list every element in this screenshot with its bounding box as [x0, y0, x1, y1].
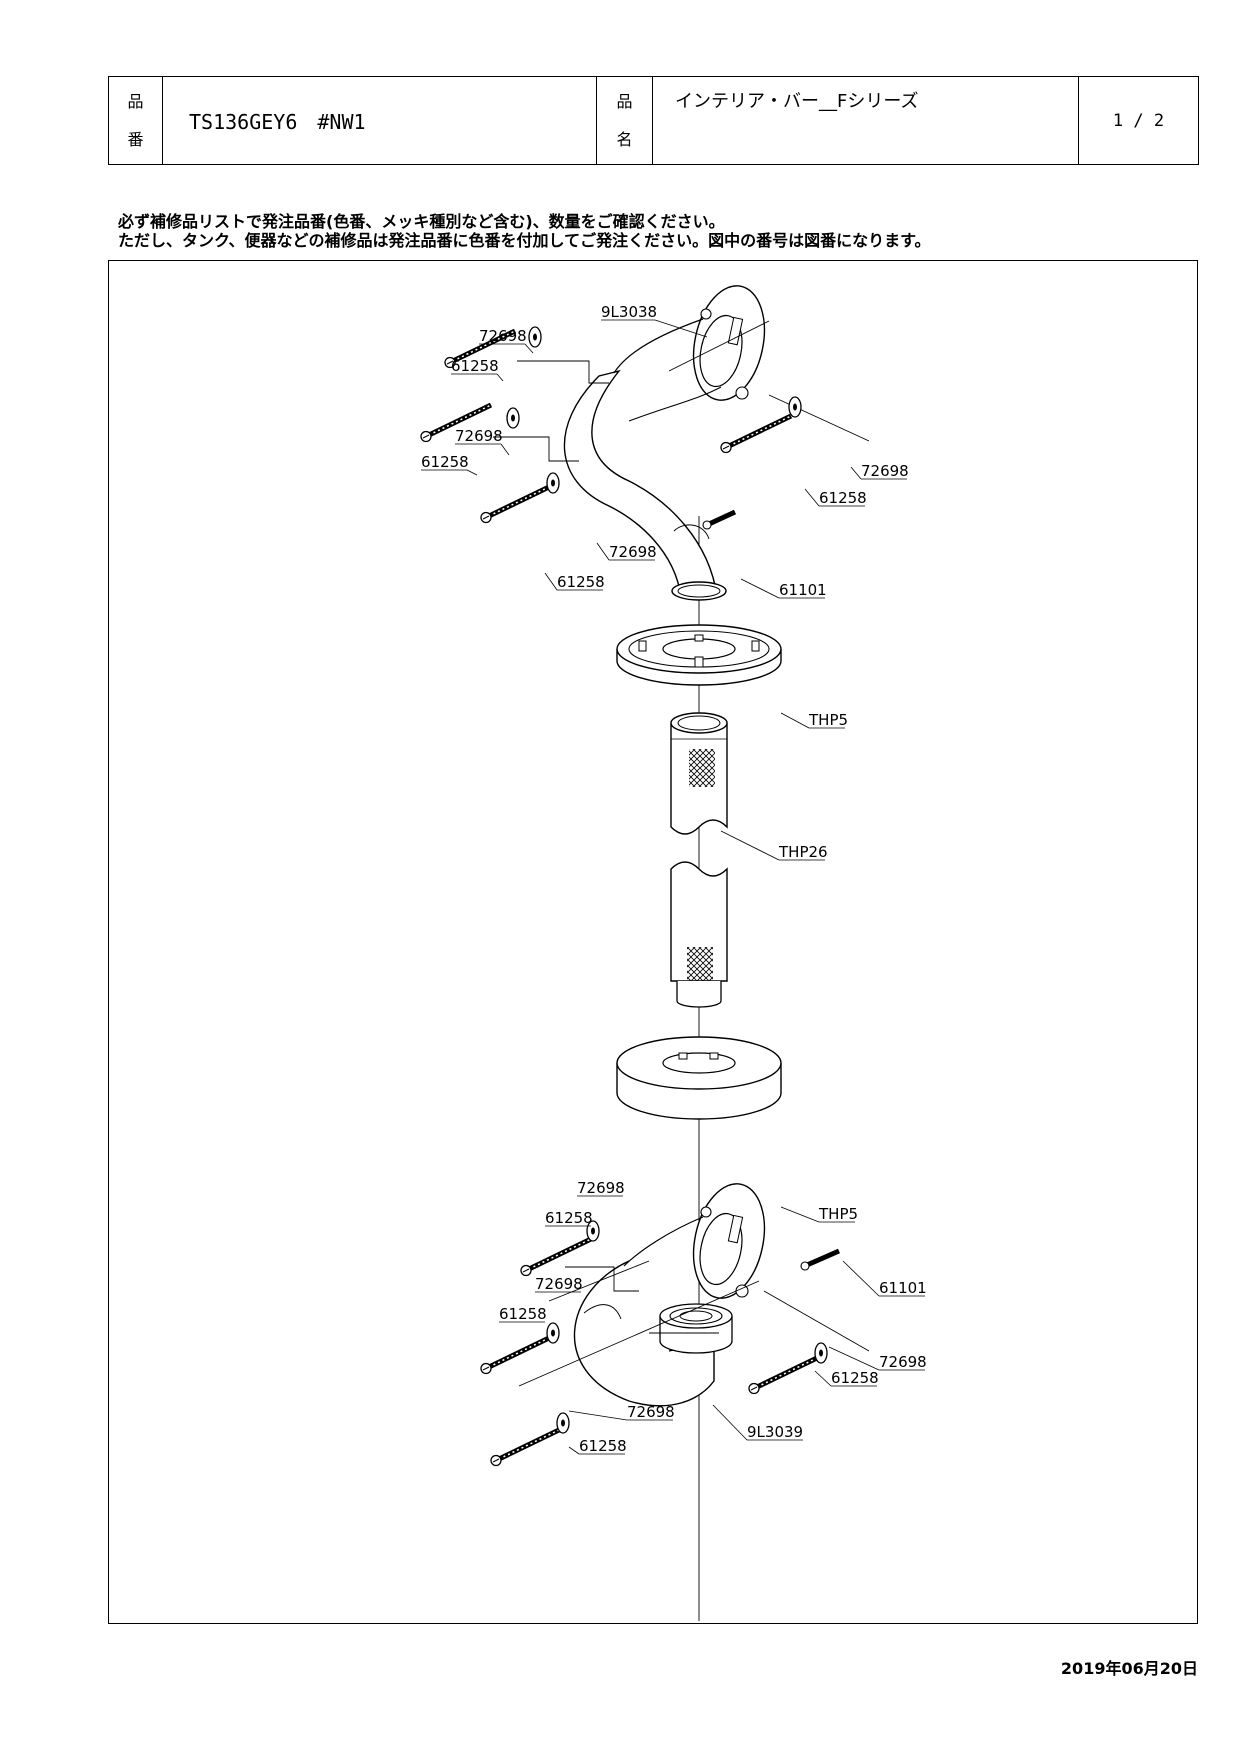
washer-icon-2 — [506, 407, 520, 429]
label-flange-cover-top: THP5 — [808, 711, 848, 729]
exploded-parts-diagram: 9L3038 72698 61258 72698 61258 72698 612… — [108, 260, 1198, 1624]
product-name-label: 品名 — [596, 76, 653, 165]
label-washer-2: 72698 — [455, 427, 503, 445]
label-screw-2: 61258 — [421, 453, 469, 471]
label-screw-8: 61258 — [831, 1369, 879, 1387]
label-bracket-top: 9L3038 — [601, 303, 657, 321]
product-name: インテリア・バー__Fシリーズ — [652, 76, 1079, 165]
screw-icon-4 — [721, 416, 791, 453]
flange-cover-top — [616, 624, 782, 686]
set-screw-top-icon — [702, 509, 737, 530]
label-screw-1: 61258 — [451, 357, 499, 375]
title-block: 品番 TS136GEY6 #NW1 品名 インテリア・バー__Fシリーズ 1 /… — [108, 76, 1199, 165]
label-washer-8: 72698 — [879, 1353, 927, 1371]
parts-drawing: 9L3038 72698 61258 72698 61258 72698 612… — [109, 285, 927, 1621]
label-washer-4: 72698 — [861, 462, 909, 480]
screw-icon-7 — [491, 1429, 561, 1466]
order-notice: 必ず補修品リストで発注品番(色番、メッキ種別など含む)、数量をご確認ください。 … — [118, 212, 930, 250]
product-code: TS136GEY6 #NW1 — [162, 76, 597, 165]
set-screw-bottom-icon — [800, 1248, 841, 1271]
issue-date: 2019年06月20日 — [1060, 1659, 1198, 1678]
washer-icon-8 — [814, 1342, 828, 1364]
label-washer-6: 72698 — [535, 1275, 583, 1293]
label-screw-3: 61258 — [557, 573, 605, 591]
washer-icon-7 — [556, 1412, 570, 1434]
screw-icon-8 — [749, 1357, 819, 1394]
label-screw-5: 61258 — [545, 1209, 593, 1227]
label-screw-4: 61258 — [819, 489, 867, 507]
label-screw-7: 61258 — [579, 1437, 627, 1455]
page-indicator: 1 / 2 — [1078, 76, 1199, 165]
screw-icon-6 — [481, 1337, 551, 1374]
label-washer-1: 72698 — [479, 327, 527, 345]
washer-icon-6 — [546, 1322, 560, 1344]
label-set-screw-bottom: 61101 — [879, 1279, 927, 1297]
washer-icon-3 — [546, 472, 560, 494]
washer-icon-1 — [528, 326, 542, 348]
part-labels: 9L3038 72698 61258 72698 61258 72698 612… — [421, 303, 927, 1455]
notice-line-1: 必ず補修品リストで発注品番(色番、メッキ種別など含む)、数量をご確認ください。 — [118, 212, 725, 231]
label-bar: THP26 — [778, 843, 828, 861]
notice-line-2: ただし、タンク、便器などの補修品は発注品番に色番を付加してご発注ください。図中の… — [118, 231, 931, 250]
screw-icon-3 — [481, 486, 551, 523]
label-screw-6: 61258 — [499, 1305, 547, 1323]
label-washer-7: 72698 — [627, 1403, 675, 1421]
label-washer-5: 72698 — [577, 1179, 625, 1197]
label-washer-3: 72698 — [609, 543, 657, 561]
label-set-screw-top: 61101 — [779, 581, 827, 599]
bar — [670, 712, 728, 1008]
flange-cover-bottom — [616, 1036, 782, 1120]
product-code-label: 品番 — [108, 76, 163, 165]
washer-icon-4 — [788, 396, 802, 418]
label-flange-cover-bottom: THP5 — [818, 1205, 858, 1223]
bracket-top — [563, 285, 766, 601]
bracket-bottom — [573, 1183, 766, 1407]
screw-icon-5 — [521, 1239, 591, 1276]
label-bracket-bottom: 9L3039 — [747, 1423, 803, 1441]
